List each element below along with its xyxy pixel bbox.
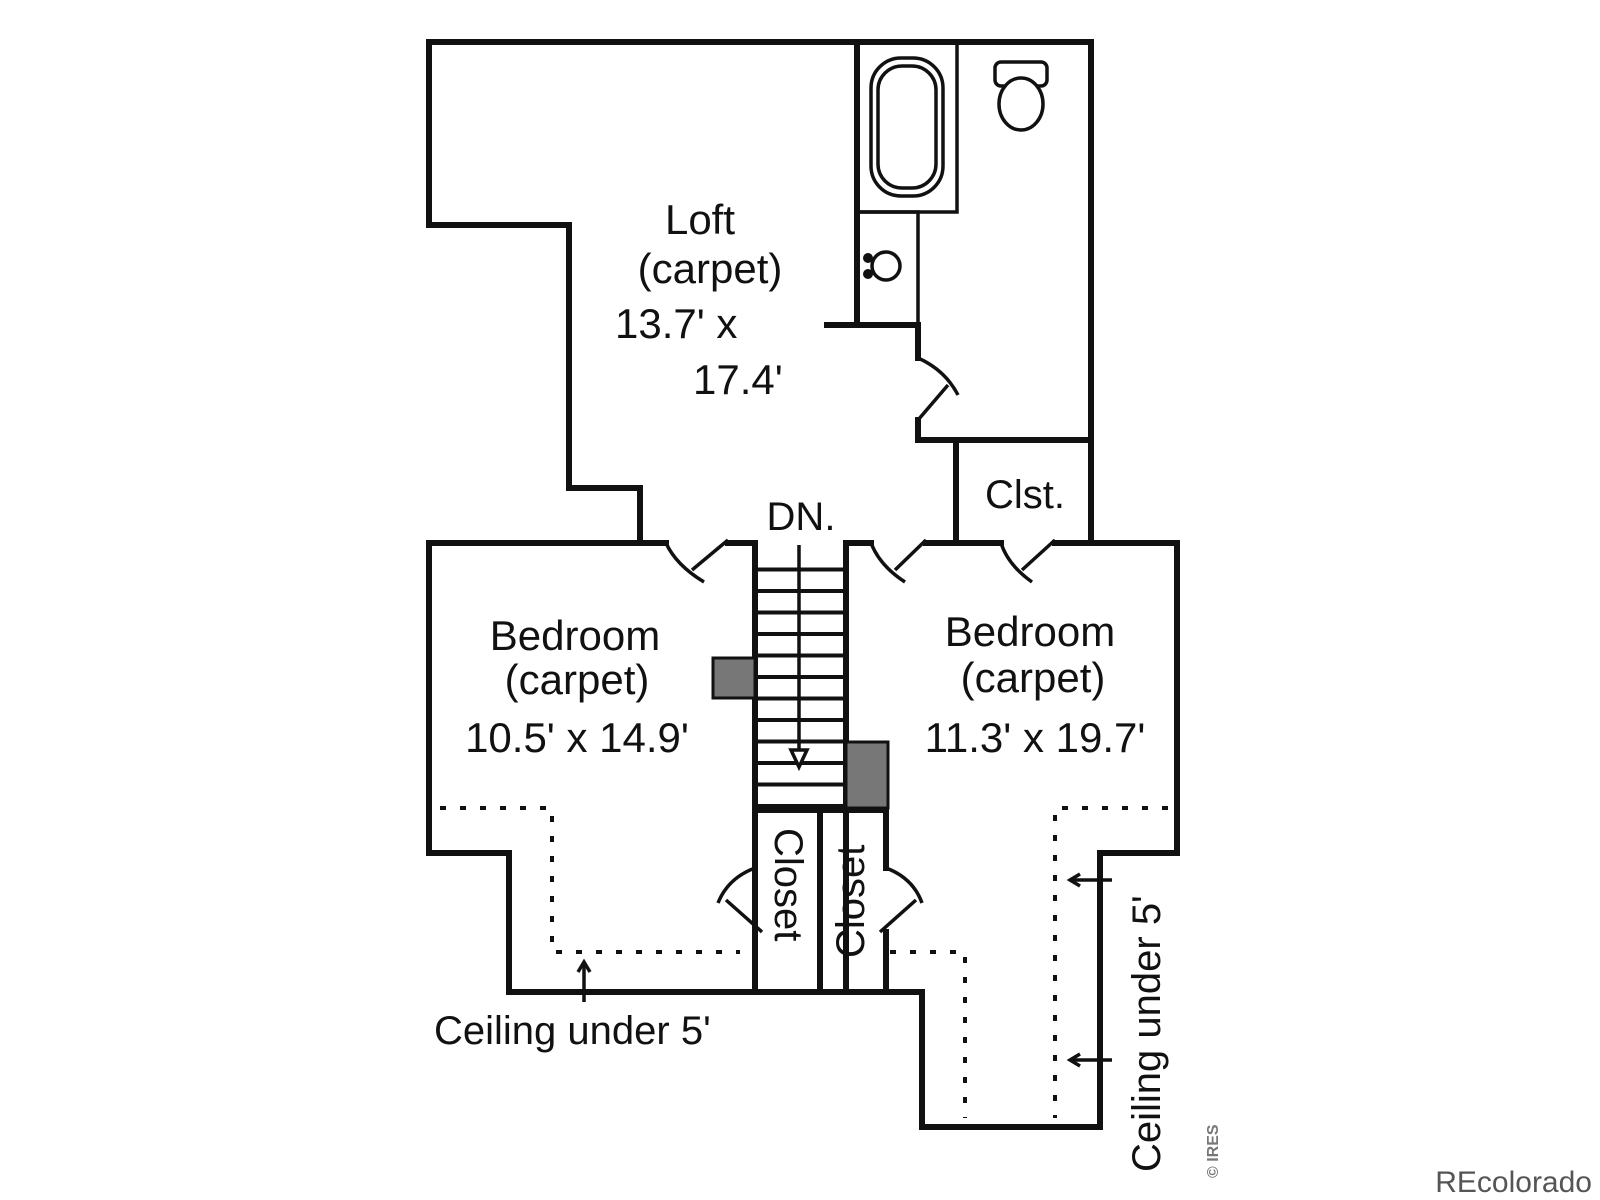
toilet-bowl-icon: [997, 76, 1045, 132]
room-labels: Loft (carpet) 13.7' x 17.4' Clst. DN. Be…: [434, 196, 1592, 1199]
low-ceiling-boundaries: [440, 806, 1168, 1118]
low-ceiling-line-right-2: [890, 950, 967, 1118]
doors: [664, 356, 1057, 934]
vanity-counter: [855, 210, 920, 327]
loft-dim-line2: 17.4': [693, 356, 783, 403]
stairs-label: DN.: [767, 495, 836, 539]
chimney-right: [844, 740, 890, 810]
door-right-closet: [878, 898, 918, 934]
bedroom-left-floor: (carpet): [505, 656, 650, 703]
loft-dim-line1: 13.7' x: [615, 300, 737, 347]
bedroom-left-name: Bedroom: [490, 612, 660, 659]
door-bathroom: [916, 383, 950, 422]
faucet-handle-icon: [863, 253, 873, 263]
bedroom-right-floor: (carpet): [961, 654, 1106, 701]
ceiling-arrow-left-head-icon: [576, 958, 592, 973]
ceiling-arrow-right-top-head-icon: [1066, 872, 1081, 888]
ceiling-arrow-right-bottom-head-icon: [1066, 1052, 1081, 1068]
bathroom-fixtures: [855, 40, 1049, 327]
bathtub-inner: [876, 64, 938, 190]
stair-arrow-head-icon: [788, 748, 810, 772]
loft-outer-wall: [426, 39, 1094, 546]
ceiling-note-right: Ceiling under 5': [1125, 895, 1169, 1172]
bedroom-right-dims: 11.3' x 19.7': [925, 714, 1146, 761]
loft-name: Loft: [665, 196, 735, 243]
loft-floor: (carpet): [638, 245, 783, 292]
bedroom-left-dims: 10.5' x 14.9': [465, 714, 689, 761]
door-right-closet-arc: [885, 866, 924, 904]
door-clst-arc: [999, 542, 1034, 584]
door-left-bedroom-arc: [664, 542, 705, 584]
door-left-closet-arc: [716, 866, 756, 904]
sink-icon: [870, 250, 902, 282]
door-left-bedroom: [690, 538, 730, 572]
chimney-left: [711, 656, 757, 700]
left-bedroom-wall: [426, 540, 758, 995]
ceiling-arrows: [576, 872, 1112, 1068]
low-ceiling-line-left: [440, 806, 740, 954]
clst-label: Clst.: [985, 473, 1065, 517]
door-left-closet: [724, 898, 764, 934]
exterior-walls: [426, 39, 1180, 1130]
bedroom-right-name: Bedroom: [945, 608, 1115, 655]
closet-right-label: Closet: [829, 845, 873, 958]
ceiling-note-left: Ceiling under 5': [434, 1009, 711, 1053]
door-right-bedroom-arc: [869, 542, 906, 584]
closet-left-label: Closet: [766, 828, 810, 941]
door-right-bedroom: [893, 538, 928, 572]
faucet-handle-icon-2: [863, 269, 873, 279]
door-bathroom-arc: [917, 356, 960, 396]
door-clst: [1020, 538, 1057, 572]
recolorado-watermark: REcolorado: [1435, 1166, 1592, 1199]
copyright-text: © IRES: [1205, 1124, 1222, 1178]
